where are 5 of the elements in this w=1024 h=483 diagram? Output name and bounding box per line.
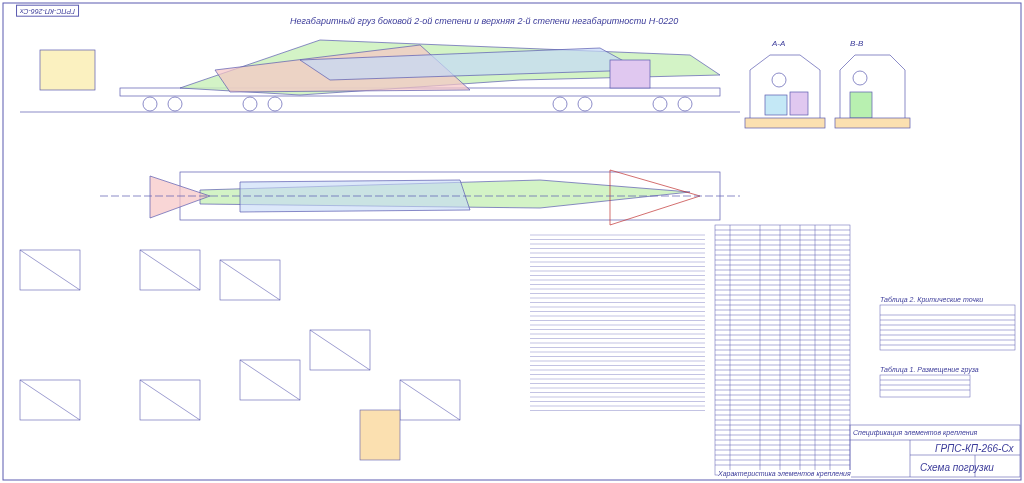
section-label: А-А — [772, 40, 786, 49]
drawing-code: ГРПС-КП-266-Сх — [935, 443, 1014, 454]
drawing-title: Негабаритный груз боковой 2-ой степени и верхняя 2-й степени негабаритности Н-0220 — [290, 17, 679, 27]
section-label: В-В — [850, 40, 864, 49]
drawing-name: Схема погрузки — [920, 462, 994, 473]
